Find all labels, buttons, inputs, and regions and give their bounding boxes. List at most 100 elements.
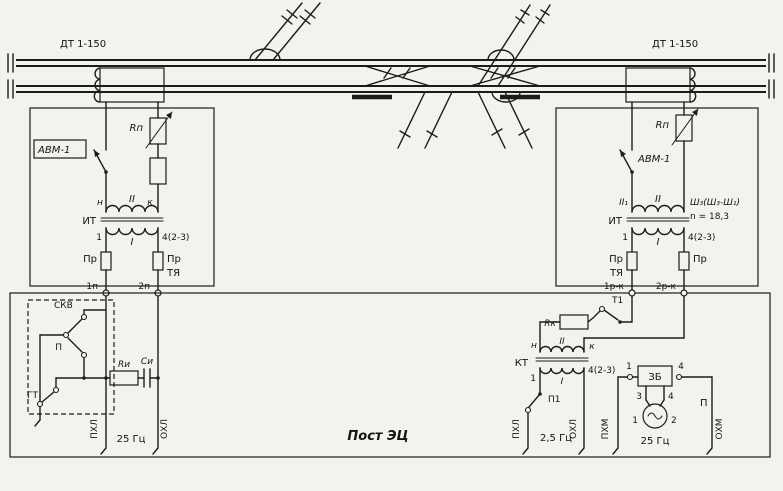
- zb-block: [637, 365, 673, 387]
- skv-label: СКВ: [54, 301, 73, 311]
- ri-label: Rи: [118, 360, 130, 370]
- kt-w2: II: [559, 337, 565, 347]
- avm-left-arrow: [94, 150, 100, 157]
- kt-name: КТ: [515, 358, 529, 369]
- it-left-name: ИТ: [82, 216, 96, 227]
- converter-terminal-2: 2: [671, 416, 677, 426]
- gt-contact: [41, 391, 55, 403]
- it-left-k: к: [147, 198, 153, 208]
- right-post-circuit: Т1 Rк н II к КТ 1 I 4(2-3) П1: [512, 295, 725, 455]
- kt-k: к: [589, 342, 595, 352]
- avm-right-arrow: [620, 150, 626, 157]
- left-post-circuit: СКВ П ГТ Rи Си ПХЛ ОХЛ 25 Гц: [27, 295, 170, 455]
- it-right-w2-right: Ш₃(Ш₃-Ш₁): [690, 198, 740, 208]
- it-left-t4: 4(2-3): [162, 233, 189, 243]
- fuse-left-2-label: Пр: [167, 254, 181, 265]
- terminal-1p-label: 1п: [86, 282, 98, 292]
- it-right-name: ИТ: [608, 216, 622, 227]
- zb-terminal-4: 4: [678, 362, 684, 372]
- left-feed-enclosure: [29, 107, 215, 287]
- kt-t1: 1: [530, 374, 536, 384]
- zb-terminal-3: 3: [636, 392, 642, 402]
- ohm-label: ОХМ: [715, 418, 725, 439]
- ohl-left-label: ОХЛ: [160, 419, 170, 439]
- it-left-w2: II: [129, 194, 135, 205]
- post-ec-box: Пост ЭЦ: [9, 292, 771, 458]
- it-right-w2-left: II₁: [619, 198, 628, 208]
- p-relay-label: П: [55, 343, 62, 353]
- avm-left-label: АВМ-1: [37, 145, 70, 156]
- zb-terminal-1: 1: [626, 362, 632, 372]
- right-feed-circuit: АВМ-1 Rп II₁ II Ш₃(Ш₃-Ш₁) ИТ n = 18,3 1 …: [555, 101, 759, 297]
- rp-right-arrow: [692, 109, 698, 116]
- gt-label: ГТ: [27, 391, 38, 401]
- terminal-1rk: [628, 289, 636, 297]
- left-relay-group-frame: [27, 299, 115, 415]
- skv-contact: [67, 318, 83, 334]
- tya-left-label: ТЯ: [166, 268, 180, 279]
- tya-right-label: ТЯ: [609, 268, 623, 279]
- converter-wave: [647, 412, 663, 420]
- freq-25hz-left: 25 Гц: [117, 434, 146, 445]
- rail-end-marks: [7, 53, 775, 99]
- phm-label: ПХМ: [601, 419, 611, 440]
- fuse-right-1-label: Пр: [609, 254, 623, 265]
- freq-2-5hz-label: 2,5 Гц: [540, 433, 572, 444]
- dt-right-label: ДТ 1-150: [652, 39, 698, 50]
- dt-left-label: ДТ 1-150: [60, 39, 106, 50]
- post-ec-label: Пост ЭЦ: [347, 429, 408, 444]
- left-feed-circuit: АВМ-1 Rп н II к ИТ 1 I 4(2-3) Пр Пр: [29, 101, 215, 297]
- converter-terminal-1: 1: [632, 416, 638, 426]
- p1-label: П1: [548, 395, 561, 405]
- kt-t4: 4(2-3): [588, 366, 615, 376]
- terminal-1rk-label: 1р-к: [604, 282, 625, 292]
- freq-25hz-right: 25 Гц: [641, 436, 670, 447]
- fuse-right-1: [626, 251, 638, 271]
- it-left-n: н: [97, 198, 103, 208]
- avm-right-label: АВМ-1: [637, 154, 670, 165]
- dt-transformer-left: ДТ 1-150: [60, 39, 165, 103]
- terminal-2rk-label: 2р-к: [656, 282, 677, 292]
- converter-machine: [642, 403, 668, 429]
- it-left-w1: I: [131, 237, 134, 248]
- phl-right-label: ПХЛ: [512, 419, 522, 439]
- kt-w1: I: [561, 377, 564, 387]
- it-right-ratio: n = 18,3: [690, 212, 729, 222]
- converter-p-label: П: [700, 398, 708, 409]
- rp-left-label: Rп: [130, 123, 144, 134]
- terminal-2p-label: 2п: [138, 282, 150, 292]
- p1-contact: [528, 393, 541, 408]
- right-feed-enclosure: [555, 107, 759, 287]
- it-transformer-left: н II к ИТ 1 I 4(2-3): [82, 194, 189, 248]
- kt-transformer: н II к КТ 1 I 4(2-3): [515, 337, 616, 387]
- kt-n: н: [531, 341, 537, 351]
- p-relay-contact: [67, 337, 83, 353]
- it-right-w2: II: [655, 194, 661, 205]
- dt-transformer-right: ДТ 1-150: [625, 39, 698, 103]
- zb-terminal-4b: 4: [668, 392, 674, 402]
- dt-right-coil: [689, 67, 697, 103]
- terminal-2rk: [680, 289, 688, 297]
- it-left-t1: 1: [96, 233, 102, 243]
- phl-left-label: ПХЛ: [90, 419, 100, 439]
- dt-left-coil: [93, 67, 101, 103]
- ci-label: Си: [141, 357, 153, 367]
- it-right-w1: I: [657, 237, 660, 248]
- fuse-left-1: [100, 251, 112, 271]
- rk-resistor: [559, 314, 589, 330]
- ohl-right-label: ОХЛ: [569, 419, 579, 439]
- fuse-right-2-label: Пр: [693, 254, 707, 265]
- it-right-t4: 4(2-3): [688, 233, 715, 243]
- fuse-left-2: [152, 251, 164, 271]
- track-jumpers: [249, 2, 551, 149]
- rp-left-arrow: [166, 112, 172, 119]
- fuse-right-2: [678, 251, 690, 271]
- rail-network: [7, 53, 775, 99]
- zb-label: ЗБ: [648, 372, 661, 383]
- rk-label: Rк: [544, 319, 556, 329]
- avm-left-frame: [33, 139, 87, 159]
- t1-contact: [603, 309, 619, 321]
- rp-right-label: Rп: [656, 120, 670, 131]
